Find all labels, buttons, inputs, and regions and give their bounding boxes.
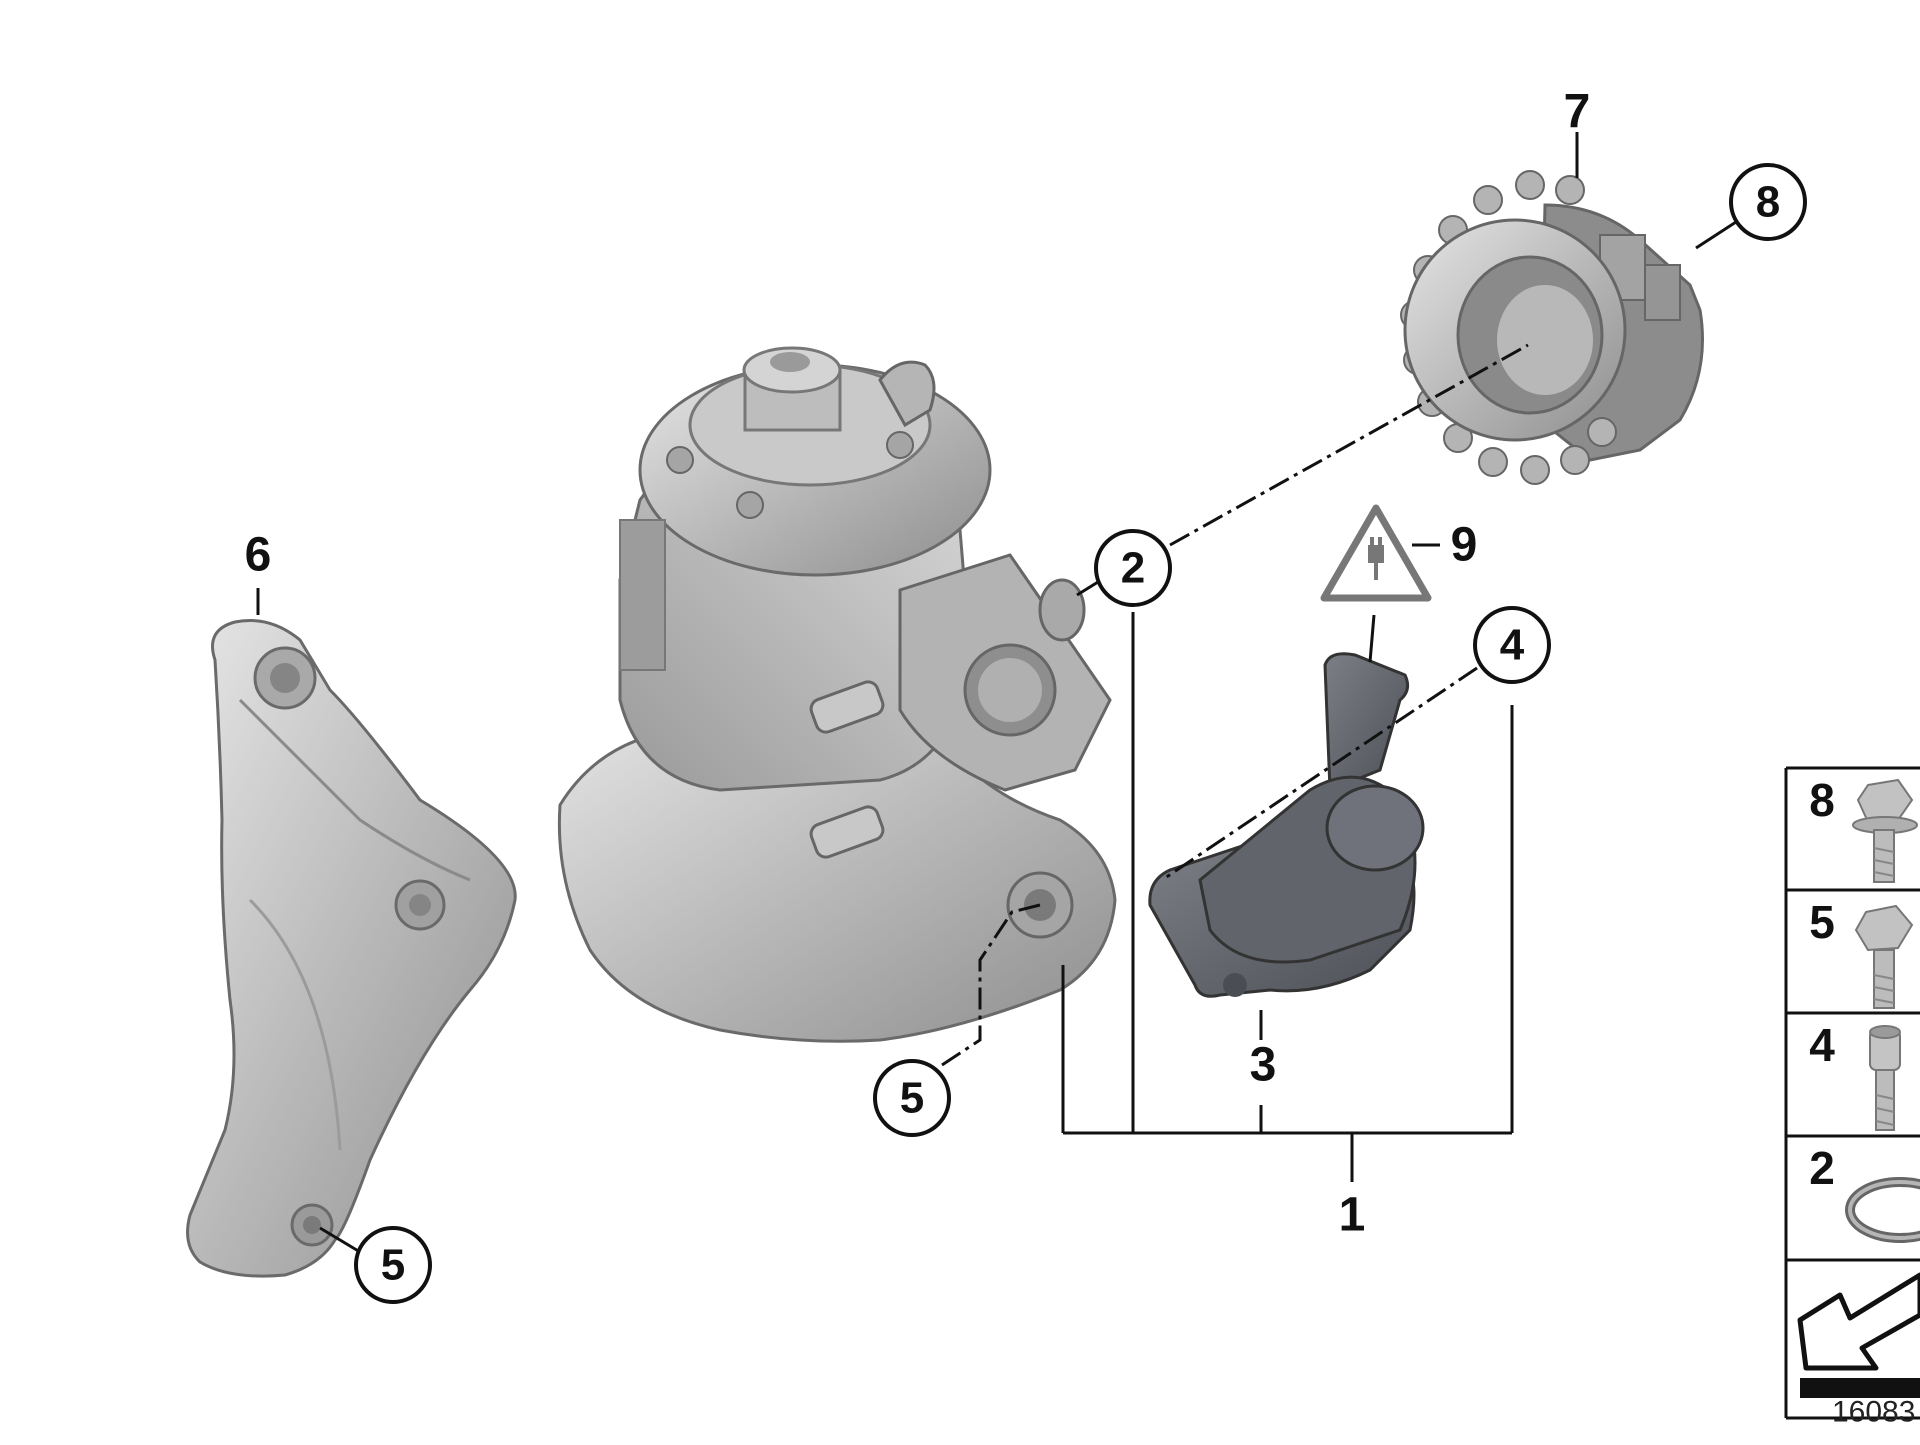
control-valve-part [1148, 652, 1425, 998]
legend-row-4: 4 [1809, 1019, 1901, 1131]
sprocket-gear-part [1400, 170, 1704, 485]
callout-1-label: 1 [1339, 1189, 1366, 1242]
callout-3-label: 3 [1250, 1039, 1277, 1092]
legend-label-5: 5 [1809, 896, 1835, 948]
callout-5-pump-label: 5 [900, 1074, 924, 1123]
callout-5-bracket: 5 [354, 1226, 432, 1304]
legend-row-reference [1797, 1272, 1920, 1398]
reference-arrow-icon [1797, 1272, 1920, 1398]
fastener-legend: 8 5 4 [1784, 766, 1920, 1420]
hex-bolt-icon [1854, 904, 1914, 1009]
flange-bolt-icon [1852, 778, 1918, 883]
callout-6-label: 6 [245, 529, 272, 582]
legend-row-2: 2 [1809, 1142, 1920, 1243]
callout-4: 4 [1473, 606, 1551, 684]
callout-3: 3 [1250, 1039, 1277, 1092]
legend-label-8: 8 [1809, 774, 1835, 826]
bracket-part [186, 618, 517, 1278]
legend-label-2: 2 [1809, 1142, 1835, 1194]
high-pressure-pump-part [557, 346, 1117, 1043]
leader-lines [256, 132, 1737, 1254]
socket-cap-screw-icon [1869, 1025, 1901, 1131]
electrical-warning-icon [1320, 504, 1432, 602]
callout-2: 2 [1094, 529, 1172, 607]
callout-9: 9 [1451, 519, 1478, 572]
legend-label-4: 4 [1809, 1019, 1835, 1071]
callout-5-bracket-label: 5 [381, 1241, 405, 1290]
callout-9-label: 9 [1451, 519, 1478, 572]
callout-4-label: 4 [1500, 621, 1525, 670]
drawing-number: 16083 [1832, 1396, 1915, 1429]
callout-7-label: 7 [1564, 86, 1591, 139]
callout-7: 7 [1564, 86, 1591, 139]
callout-5-pump: 5 [873, 1059, 951, 1137]
o-ring-icon [1845, 1177, 1920, 1243]
legend-row-8: 8 [1809, 774, 1918, 883]
callout-1: 1 [1339, 1189, 1366, 1242]
callout-8: 8 [1729, 163, 1807, 241]
legend-row-5: 5 [1809, 896, 1914, 1009]
callout-2-label: 2 [1121, 544, 1145, 593]
callout-8-label: 8 [1756, 178, 1780, 227]
callout-6: 6 [245, 529, 272, 582]
